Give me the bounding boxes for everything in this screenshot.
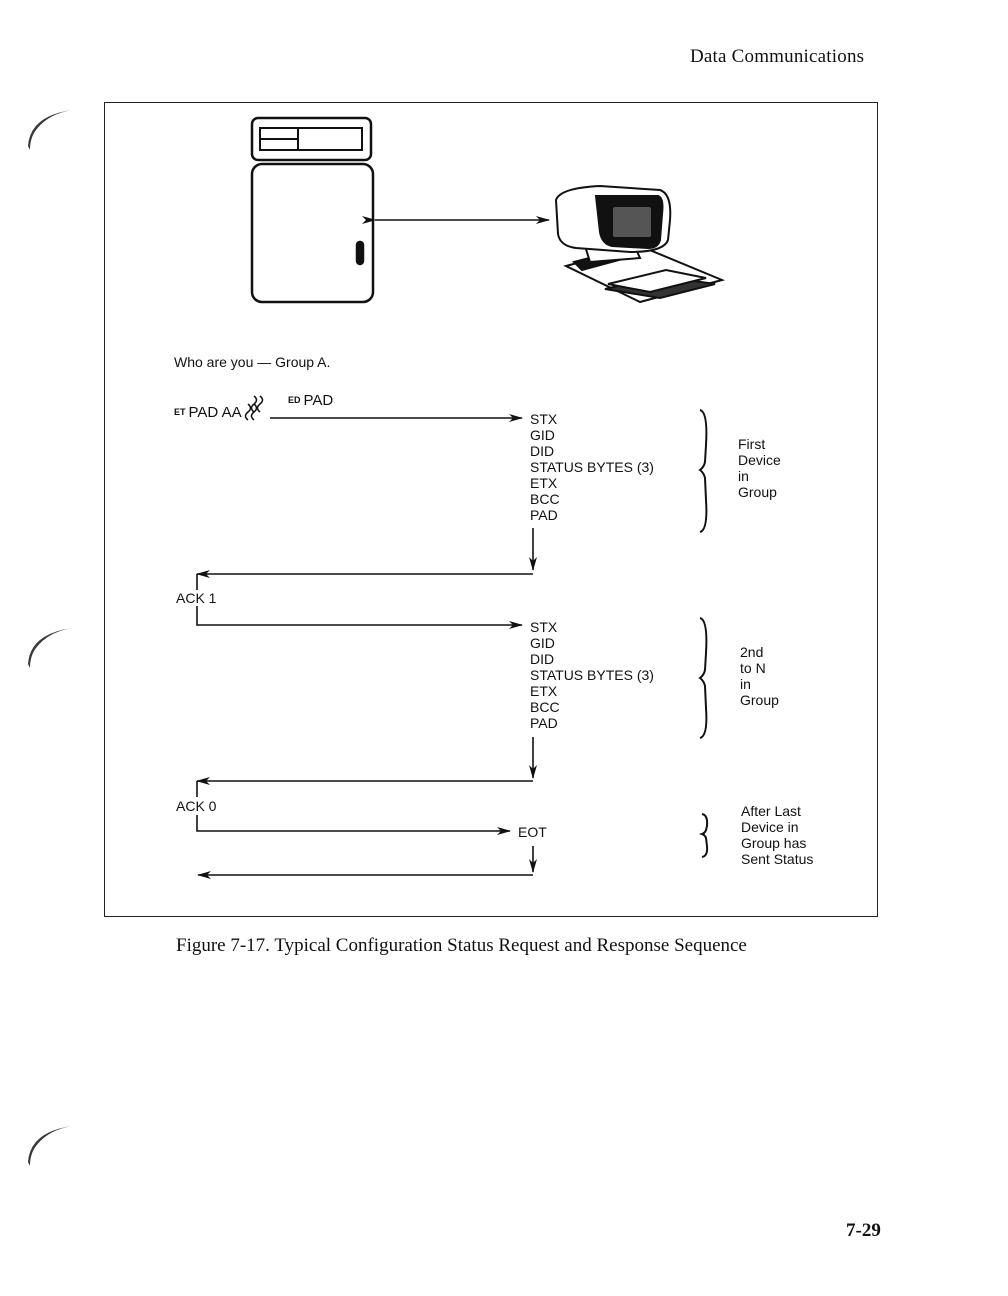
field-stx: STX [530,619,558,635]
response-fields-group2: STX GID DID STATUS BYTES (3) ETX BCC PAD [530,619,654,731]
note-line: Group [738,484,777,500]
group3-note: After Last Device in Group has Sent Stat… [741,803,813,867]
field-bcc: BCC [530,699,560,715]
note-line: to N [740,660,766,676]
brace-icon [698,617,708,739]
note-line: Group has [741,835,807,851]
field-gid: GID [530,427,555,443]
brace-icon [698,409,708,533]
response-fields-group1: STX GID DID STATUS BYTES (3) ETX BCC PAD [530,411,654,523]
break-mark-icon [244,403,258,421]
ack0-label: ACK 0 [176,798,217,814]
note-line: Sent Status [741,851,814,867]
host-computer-icon [250,116,375,304]
ack1-label: ACK 1 [176,590,217,606]
field-bcc: BCC [530,491,560,507]
terminal-icon [554,184,726,304]
field-gid: GID [530,635,555,651]
field-stx: STX [530,411,558,427]
field-pad: PAD [530,507,558,523]
field-etx: ETX [530,475,558,491]
note-line: After Last [741,803,801,819]
field-status-bytes: STATUS BYTES (3) [530,459,654,475]
note-line: 2nd [740,644,764,660]
note-line: Device in [741,819,799,835]
field-did: DID [530,651,555,667]
running-header: Data Communications [690,46,865,67]
brace-icon [698,813,709,858]
field-did: DID [530,443,555,459]
page-number: 7-29 [846,1220,881,1241]
ack0-arrow [196,815,511,835]
group1-note: First Device in Group [738,436,781,500]
control-char-ed: ED [288,395,301,405]
eot-label: EOT [518,824,547,840]
field-etx: ETX [530,683,558,699]
control-char-et: ET [174,407,186,417]
field-status-bytes: STATUS BYTES (3) [530,667,654,683]
note-line: Device [738,452,781,468]
poll-upper-text: PAD [303,392,334,409]
note-line: in [738,468,749,484]
figure-caption: Figure 7-17. Typical Configuration Statu… [176,935,747,956]
poll-text: PAD AA [188,404,242,421]
note-line: Group [740,692,779,708]
field-pad: PAD [530,715,558,731]
group2-note: 2nd to N in Group [740,644,779,708]
note-line: in [740,676,751,692]
note-line: First [738,436,766,452]
intro-text: Who are you — Group A. [174,354,331,370]
break-mark-icon [250,395,264,413]
ack1-arrow [196,606,523,629]
figure-frame [104,102,878,917]
